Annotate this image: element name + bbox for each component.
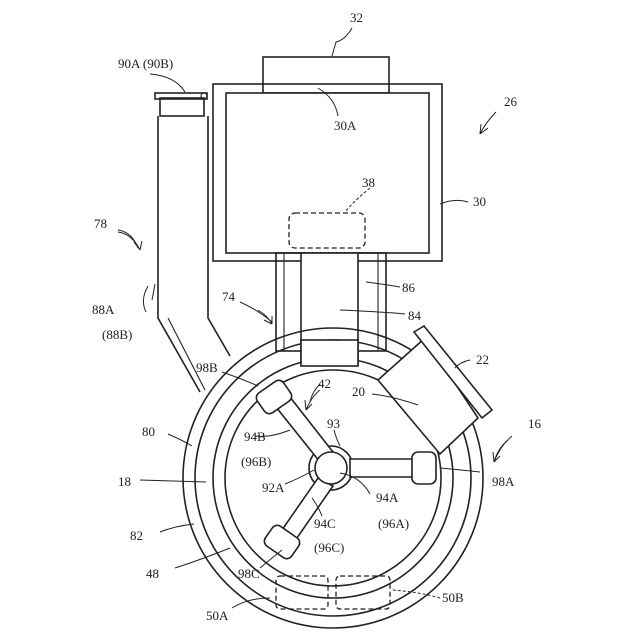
paddle-98a xyxy=(412,452,436,484)
label-98c: 98C xyxy=(238,566,260,581)
label-98a: 98A xyxy=(492,474,515,489)
label-80: 80 xyxy=(142,424,155,439)
label-74: 74 xyxy=(222,289,236,304)
arrow-78 xyxy=(118,232,142,250)
label-32: 32 xyxy=(350,10,363,25)
label-96b: (96B) xyxy=(241,454,271,469)
label-86: 86 xyxy=(402,280,416,295)
label-20: 20 xyxy=(352,384,365,399)
label-22: 22 xyxy=(476,352,489,367)
label-88b: (88B) xyxy=(102,327,132,342)
label-93: 93 xyxy=(327,416,340,431)
arm-94a xyxy=(350,459,420,477)
hub-92a xyxy=(315,452,347,484)
label-30: 30 xyxy=(473,194,486,209)
label-98b: 98B xyxy=(196,360,218,375)
upper-housing-inner xyxy=(226,93,429,253)
label-96c: (96C) xyxy=(314,540,344,555)
label-48: 48 xyxy=(146,566,159,581)
label-50b: 50B xyxy=(442,590,464,605)
side-pipe-inner xyxy=(168,318,205,390)
label-26: 26 xyxy=(504,94,518,109)
neck-shaft-bottom xyxy=(301,340,358,366)
label-94a: 94A xyxy=(376,490,399,505)
side-pipe-88a xyxy=(158,116,230,392)
label-82: 82 xyxy=(130,528,143,543)
label-94c: 94C xyxy=(314,516,336,531)
top-cap xyxy=(263,57,389,93)
label-42: 42 xyxy=(318,376,331,391)
label-96a: (96A) xyxy=(378,516,409,531)
label-90a: 90A (90B) xyxy=(118,56,173,71)
label-50a: 50A xyxy=(206,608,229,623)
label-18: 18 xyxy=(118,474,131,489)
label-16: 16 xyxy=(528,416,542,431)
arrow-26 xyxy=(480,112,496,134)
label-30a: 30A xyxy=(334,118,357,133)
side-pipe-cap-90a xyxy=(160,98,204,116)
label-92a: 92A xyxy=(262,480,285,495)
label-84: 84 xyxy=(408,308,422,323)
arrow-16 xyxy=(493,436,512,462)
label-78: 78 xyxy=(94,216,107,231)
label-38: 38 xyxy=(362,175,375,190)
label-94b: 94B xyxy=(244,429,266,444)
label-88a: 88A xyxy=(92,302,115,317)
